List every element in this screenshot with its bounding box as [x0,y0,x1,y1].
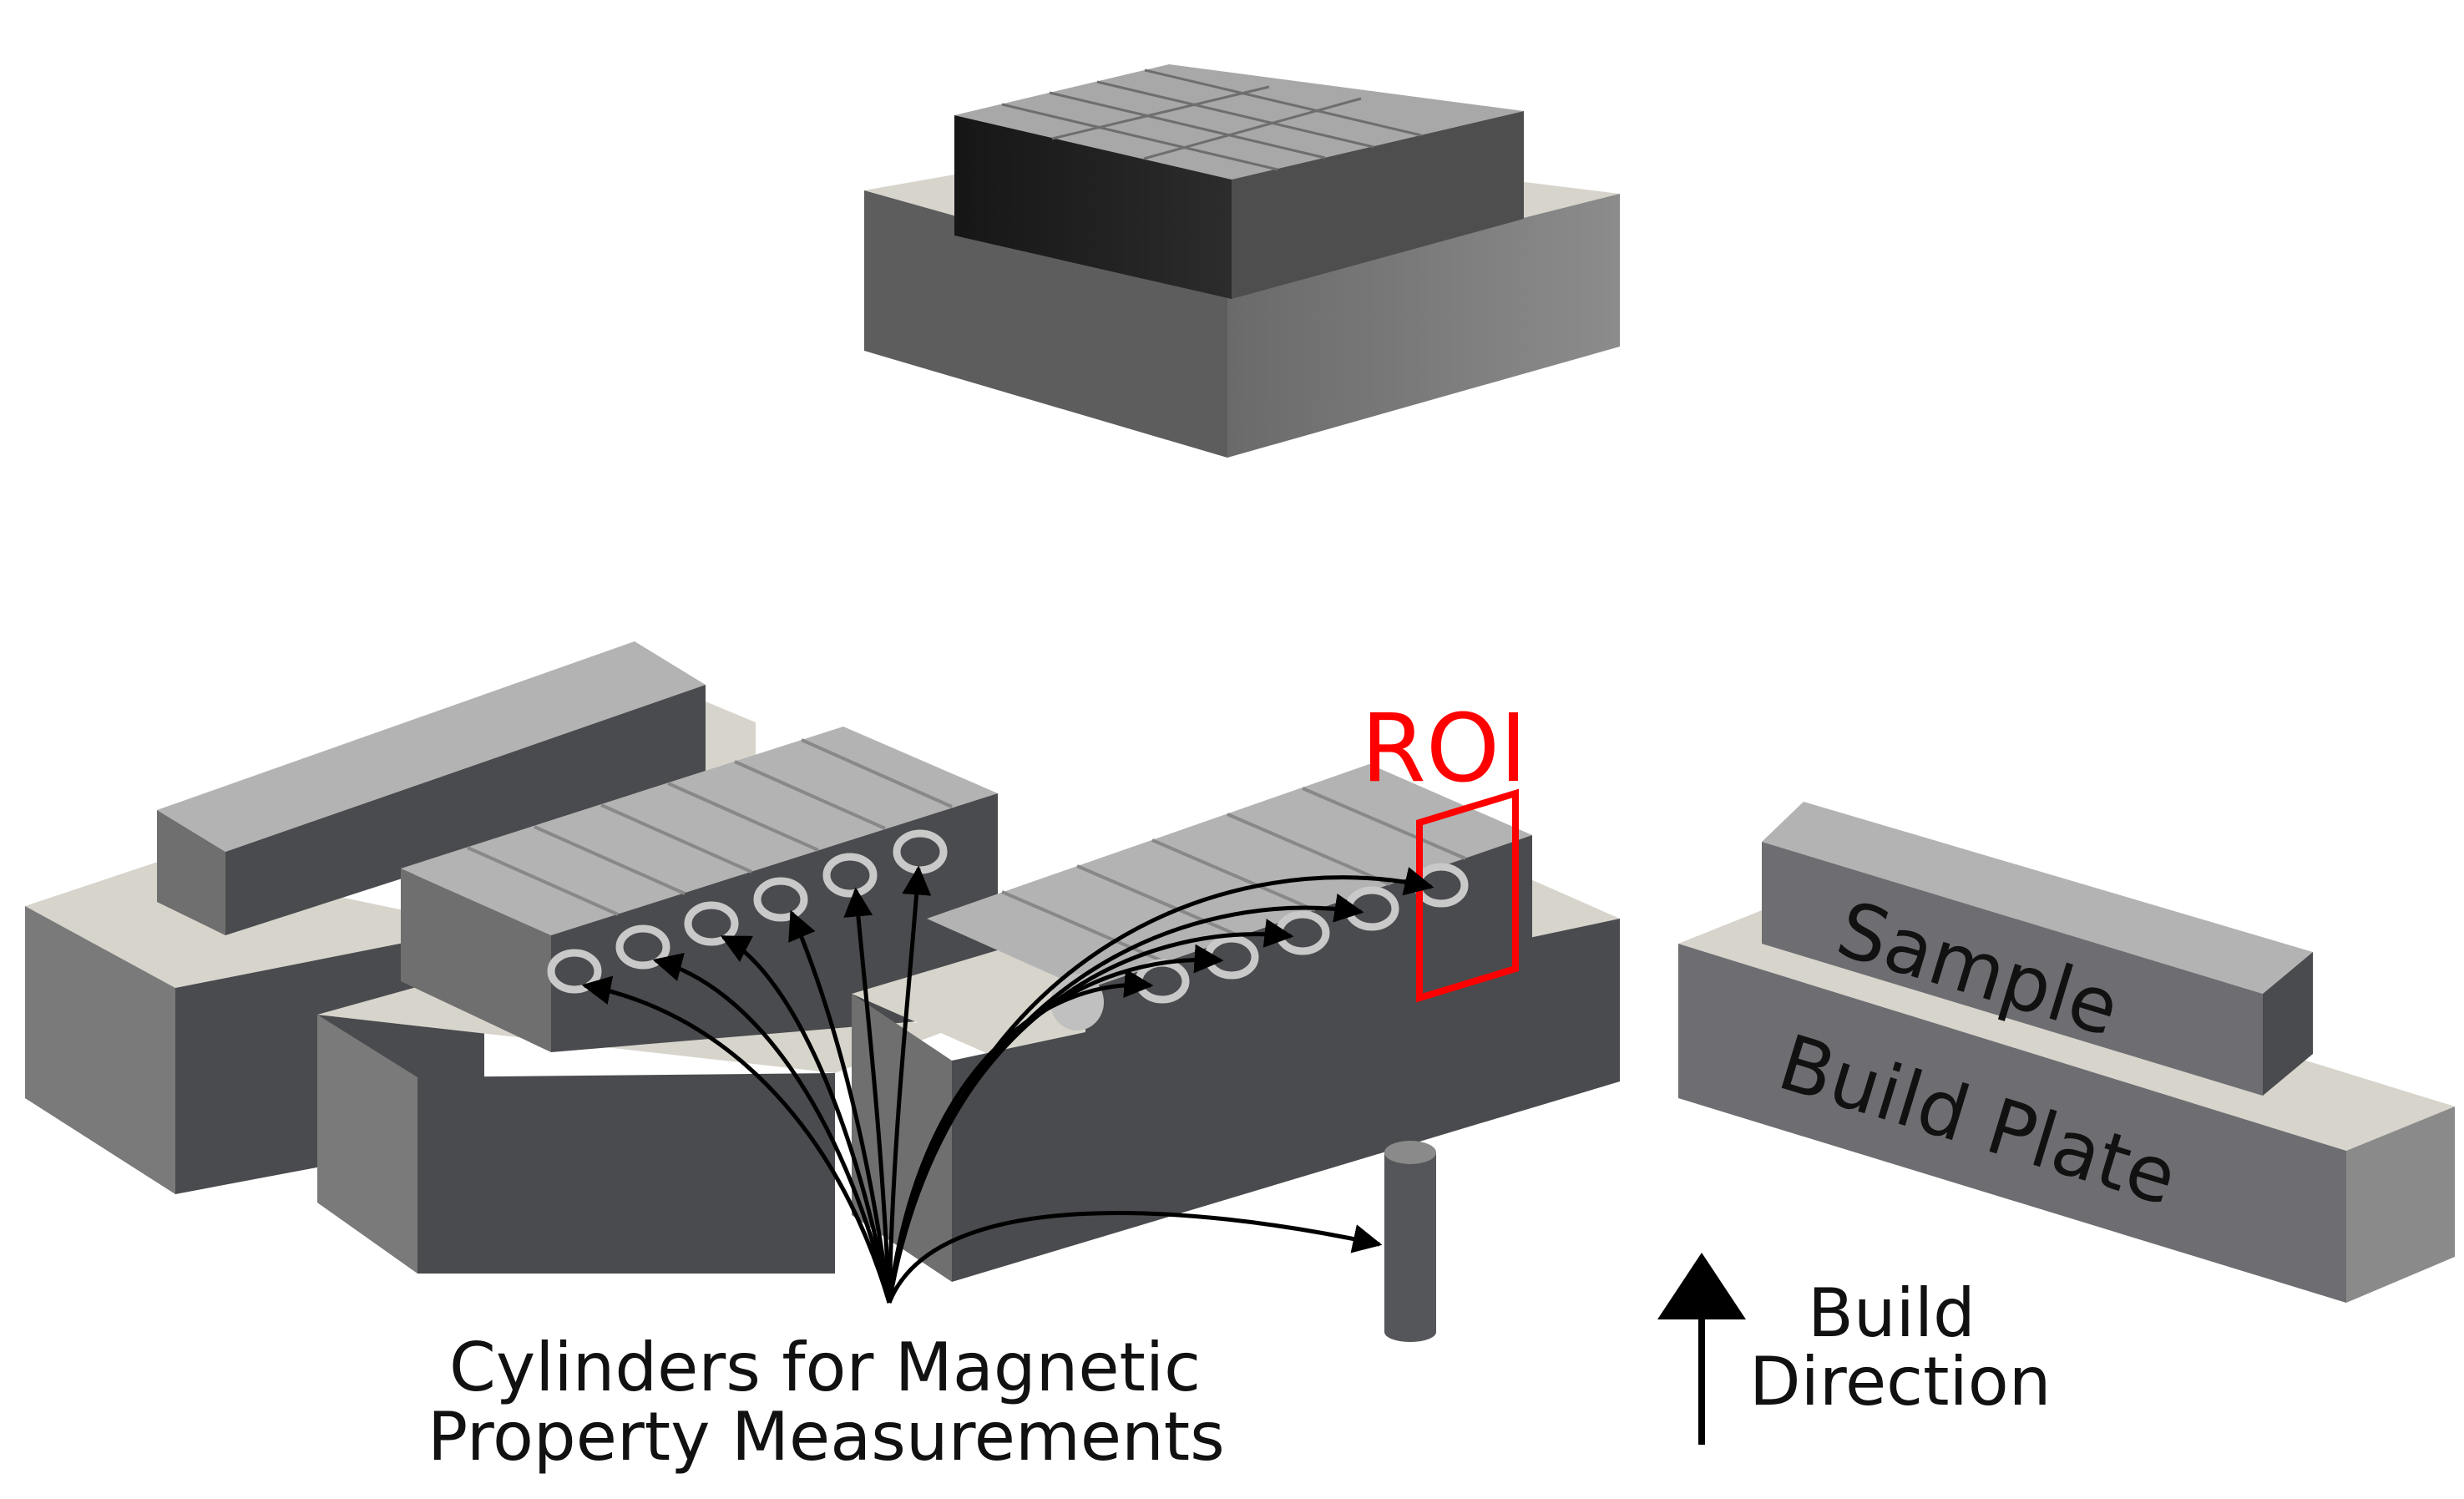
build-direction-label-line2: Direction [1749,1343,2051,1421]
callout-arrow [581,975,892,1304]
top-sample-assembly [864,64,1620,458]
callout-arrow [843,887,892,1304]
callout-arrows [581,865,1434,1304]
callout-arrow [887,867,1434,1304]
roi-label: ROI [1361,695,1527,803]
standalone-cylinder [1384,1141,1436,1342]
cylinder-ring [684,901,739,946]
callout-arrow [887,865,932,1304]
up-arrow-icon [1657,1253,1746,1445]
callout-arrow [788,909,892,1304]
cylinders-label-line1: Cylinders for Magnetic [449,1329,1201,1406]
callout-arrow [720,934,892,1304]
main-build-assembly [25,641,1620,1282]
roi-box [1416,788,1519,1003]
cylinder-ring [547,949,602,994]
sample-on-plate-diagram [1678,802,2455,1303]
cylinder-ring [615,924,670,970]
build-direction-label-line1: Build [1808,1274,1976,1352]
callout-arrow [652,953,892,1304]
callout-arrow [887,1211,1383,1304]
cylinder-ring [753,877,808,922]
cylinders-label-line2: Property Measurements [428,1398,1225,1476]
